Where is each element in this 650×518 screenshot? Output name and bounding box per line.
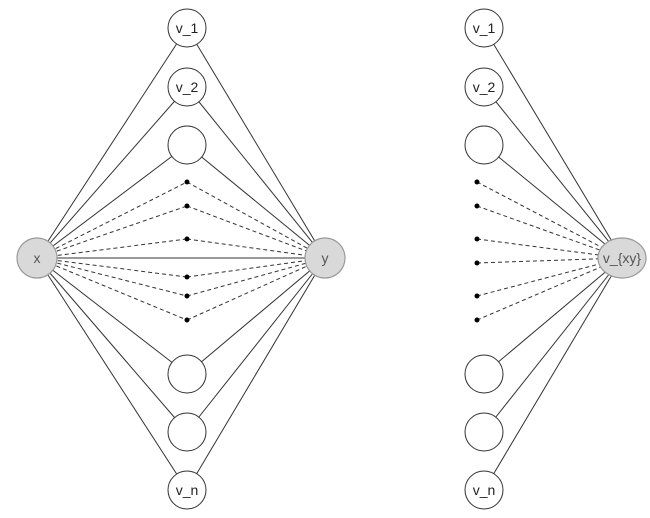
edge-middle-to-y (186, 257, 326, 433)
edge-middle-to-hub (483, 257, 623, 433)
edge-x-to-middle (36, 86, 188, 259)
middle-node (167, 8, 207, 48)
ellipsis-dot (474, 293, 480, 299)
node-label: v_n (176, 482, 199, 498)
edge-middle-to-y (186, 238, 326, 259)
edge-middle-to-hub (483, 27, 623, 259)
edge-x-to-middle (36, 257, 188, 297)
edge-middle-to-hub (483, 86, 623, 259)
middle-node (167, 412, 207, 452)
edge-middle-to-y (186, 144, 326, 259)
middle-node (464, 125, 504, 165)
edge-middle-to-y (186, 257, 326, 297)
edge-x-to-middle (36, 27, 188, 259)
hub-node-vxy (597, 237, 647, 279)
ellipsis-dot (474, 203, 480, 209)
edge-middle-to-hub (483, 144, 623, 259)
ellipsis-dot (474, 236, 480, 242)
ellipsis-dot (184, 236, 190, 242)
source-node-x (16, 237, 58, 279)
ellipsis-dot (474, 260, 480, 266)
middle-node (167, 125, 207, 165)
node-label: v_n (473, 482, 496, 498)
ellipsis-dot (474, 317, 480, 323)
edge-middle-to-hub (483, 257, 623, 375)
middle-node (167, 470, 207, 510)
edge-x-to-middle (36, 238, 188, 259)
ellipsis-dot (474, 179, 480, 185)
edge-x-to-middle (36, 144, 188, 259)
edge-middle-to-hub (476, 181, 623, 259)
edge-x-to-middle (36, 257, 188, 375)
edge-x-to-middle (36, 257, 188, 321)
middle-node (464, 67, 504, 107)
edge-middle-to-y (186, 86, 326, 259)
edge-x-to-middle (36, 205, 188, 259)
ellipsis-dot (184, 203, 190, 209)
edge-middle-to-y (186, 257, 326, 321)
edge-x-to-middle (36, 257, 188, 491)
edge-middle-to-hub (483, 257, 623, 491)
edge-middle-to-y (186, 181, 326, 259)
target-node-y (304, 237, 346, 279)
edge-middle-to-y (186, 257, 326, 491)
middle-node (464, 8, 504, 48)
middle-node (464, 470, 504, 510)
nodes: v_1 v_2 v_n x y v_1 v_2 v_n v_{xy} (16, 8, 647, 510)
node-label: y (322, 250, 329, 266)
node-label: v_1 (473, 20, 496, 36)
middle-node (167, 67, 207, 107)
node-label: x (34, 250, 41, 266)
ellipsis-dot (184, 179, 190, 185)
edge-middle-to-y (186, 27, 326, 259)
edge-middle-to-hub (476, 257, 623, 297)
edge-middle-to-hub (476, 205, 623, 259)
ellipsis-dot (184, 274, 190, 280)
edge-middle-to-y (186, 205, 326, 259)
ellipsis-dot (184, 317, 190, 323)
node-label: v_{xy} (603, 250, 641, 266)
edge-middle-to-y (186, 257, 326, 375)
edge-middle-to-hub (476, 257, 623, 321)
node-label: v_2 (176, 79, 199, 95)
edge-middle-to-y (186, 257, 326, 278)
edge-x-to-middle (36, 181, 188, 259)
ellipsis-dot (184, 293, 190, 299)
middle-node (464, 354, 504, 394)
middle-node (464, 412, 504, 452)
middle-node (167, 354, 207, 394)
node-label: v_2 (473, 79, 496, 95)
edge-x-to-middle (36, 257, 188, 433)
node-label: v_1 (176, 20, 199, 36)
